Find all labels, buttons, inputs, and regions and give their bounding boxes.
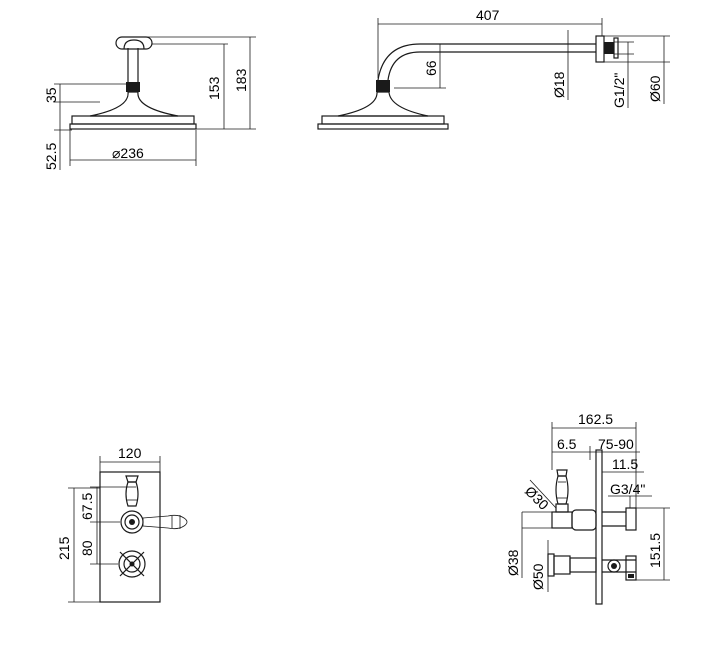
dim-18-label: Ø18 [551, 71, 567, 98]
valve-side-view: 162.5 6.5 75-90 11.5 G3/4" Ø30 Ø38 Ø50 1… [505, 411, 670, 605]
bottom-control-outer [118, 550, 146, 578]
bottom-control-inner [123, 555, 141, 573]
dim-11-5-label: 11.5 [612, 456, 638, 472]
head-canopy [89, 91, 179, 117]
dim-thread-label: G1/2" [611, 73, 627, 108]
valve-front-view: 120 67.5 80 215 [56, 445, 188, 603]
arm-curve-outer [377, 43, 421, 81]
side-bottom-spindle [569, 557, 597, 573]
dim-30-label: Ø30 [522, 483, 552, 513]
dim-35-label: 35 [43, 87, 59, 103]
top-handle-body [125, 481, 139, 507]
side-thread-block [604, 42, 614, 54]
arm-elbow [123, 39, 145, 50]
dim-67-5-label: 67.5 [79, 493, 95, 520]
dim-153-label: 153 [206, 76, 222, 100]
shower-head-side-view: 407 66 Ø18 G1/2" Ø60 [317, 7, 670, 130]
valve-plate [99, 471, 161, 603]
dim-60-label: Ø60 [647, 75, 663, 102]
dim-52-5-label: 52.5 [43, 143, 59, 170]
dim-66-label: 66 [423, 60, 439, 76]
side-top-spindle [551, 511, 573, 529]
side-lower-outlet [625, 555, 637, 581]
wall-flange [115, 36, 153, 50]
dim-diameter-label: ⌀236 [112, 145, 144, 161]
top-control-inner [124, 514, 140, 530]
ball-joint [126, 82, 140, 92]
dim-50-label: Ø50 [530, 563, 546, 590]
side-head-canopy [337, 91, 429, 117]
head-rim [71, 115, 195, 125]
dim-38-label: Ø38 [505, 549, 521, 576]
dim-407-label: 407 [476, 7, 500, 23]
side-ball-joint [376, 80, 390, 92]
dim-183-label: 183 [233, 68, 249, 92]
side-g34-fitting [625, 507, 637, 531]
dim-80-label: 80 [79, 540, 95, 556]
side-lever [142, 514, 188, 530]
dim-162-5-label: 162.5 [578, 411, 613, 427]
dim-215-label: 215 [56, 536, 72, 560]
shower-head-front-view: 35 52.5 ⌀236 153 183 [43, 36, 256, 170]
dim-151-5-label: 151.5 [647, 533, 663, 568]
side-wall-flange [595, 35, 605, 63]
side-wall-plate [595, 449, 603, 605]
dim-75-90-label: 75-90 [598, 436, 634, 452]
arm-curve-inner [387, 51, 421, 81]
dim-120-label: 120 [118, 445, 142, 461]
dim-6-5-label: 6.5 [557, 436, 577, 452]
dim-g34-label: G3/4" [610, 481, 645, 497]
side-top-handle [555, 475, 569, 505]
top-handle-cap [125, 475, 139, 483]
